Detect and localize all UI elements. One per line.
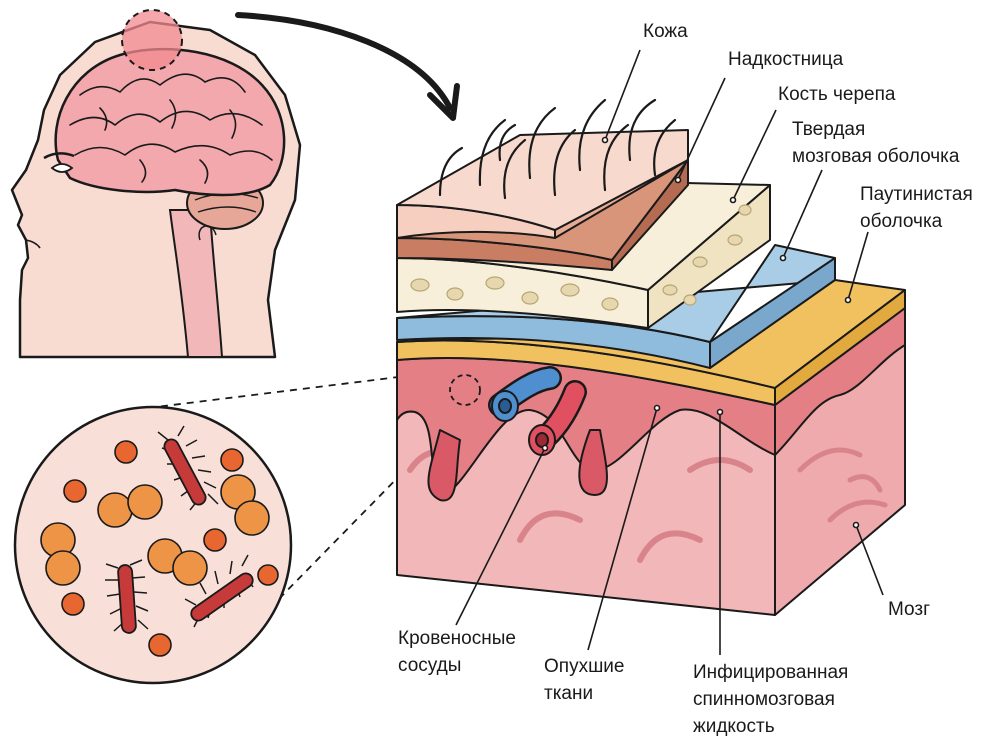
eye-icon — [50, 163, 74, 173]
bacillus — [117, 564, 137, 634]
coccus — [148, 633, 172, 657]
coccus — [257, 564, 279, 586]
blood-vessels — [488, 366, 587, 456]
label-blood-vessels: Кровеносные сосуды — [398, 628, 516, 676]
bacteria-magnified — [13, 405, 293, 685]
zoom-arrow — [235, 12, 453, 111]
label-dura-mater: Твердая мозговая оболочка — [792, 119, 960, 167]
bacillus — [190, 572, 254, 622]
diplococcus — [97, 492, 133, 528]
coccus — [114, 440, 138, 464]
coccus — [61, 592, 85, 616]
bacillus — [163, 438, 207, 506]
label-skin: Кожа — [643, 21, 688, 42]
arachnoid-side — [774, 289, 906, 406]
head-profile — [10, 9, 302, 359]
coccus — [220, 448, 244, 472]
focus-circle — [121, 9, 183, 71]
coccus — [203, 528, 227, 552]
label-swollen-tissue: Опухшие ткани — [544, 656, 625, 704]
label-arachnoid: Паутинистая оболочка — [860, 184, 973, 232]
label-periosteum: Надкостница — [728, 49, 844, 70]
ear-icon — [198, 225, 217, 241]
label-skull-bone: Кость черепа — [778, 84, 896, 105]
leader-lines — [455, 49, 884, 655]
coccus — [63, 479, 87, 503]
label-brain: Мозг — [888, 599, 931, 620]
brain-stem — [168, 209, 224, 358]
label-infected-csf: Инфицированная спинномозговая жидкость — [693, 662, 849, 737]
cerebrum — [54, 47, 286, 197]
meninges-block — [396, 98, 906, 616]
